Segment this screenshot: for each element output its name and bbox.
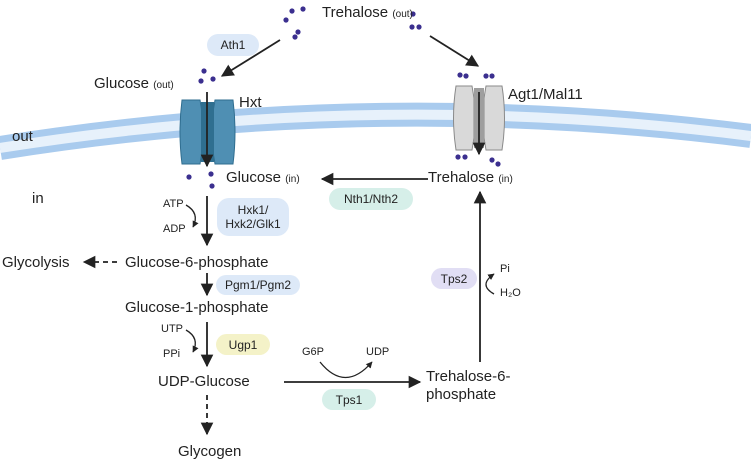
h2o-label: H₂O	[500, 287, 521, 299]
out-region-label: out	[12, 128, 33, 145]
pathway-arrows	[82, 35, 487, 436]
trehalose-out-label: Trehalose (out)	[322, 4, 413, 21]
udp-glucose-label: UDP-Glucose	[158, 373, 250, 390]
enzyme-tps2: Tps2	[431, 268, 477, 289]
glucose-6-phosphate-label: Glucose-6-phosphate	[125, 254, 269, 271]
molecule-dots	[186, 6, 501, 189]
enzyme-nth: Nth1/Nth2	[329, 188, 413, 210]
enzyme-pgm: Pgm1/Pgm2	[216, 275, 300, 295]
glycogen-label: Glycogen	[178, 443, 242, 460]
g6p-label: G6P	[302, 346, 325, 358]
adp-label: ADP	[163, 223, 186, 235]
atp-label: ATP	[163, 198, 184, 210]
trehalose-6-phosphate-line1: Trehalose-6-	[426, 368, 511, 385]
enzyme-hxk: Hxk1/ Hxk2/Glk1	[217, 198, 289, 236]
enzyme-tps1: Tps1	[322, 389, 376, 410]
ppi-label: PPi	[163, 348, 181, 360]
utp-label: UTP	[161, 323, 183, 335]
in-region-label: in	[32, 190, 44, 207]
glucose-in-label: Glucose (in)	[226, 169, 300, 186]
agt1-mal11-label: Agt1/Mal11	[508, 86, 583, 103]
pi-label: Pi	[500, 263, 510, 275]
enzyme-ugp1: Ugp1	[216, 334, 270, 355]
trehalose-in-label: Trehalose (in)	[428, 169, 513, 186]
udp-label: UDP	[366, 346, 390, 358]
enzyme-ath1: Ath1	[207, 34, 259, 56]
glucose-1-phosphate-label: Glucose-1-phosphate	[125, 299, 269, 316]
hxt-label: Hxt	[239, 94, 262, 111]
trehalose-6-phosphate-line2: phosphate	[426, 386, 497, 403]
cofactor-arrows	[185, 204, 495, 378]
glycolysis-label: Glycolysis	[2, 254, 70, 271]
glucose-out-label: Glucose (out)	[94, 75, 174, 92]
cell-membrane	[0, 102, 751, 160]
